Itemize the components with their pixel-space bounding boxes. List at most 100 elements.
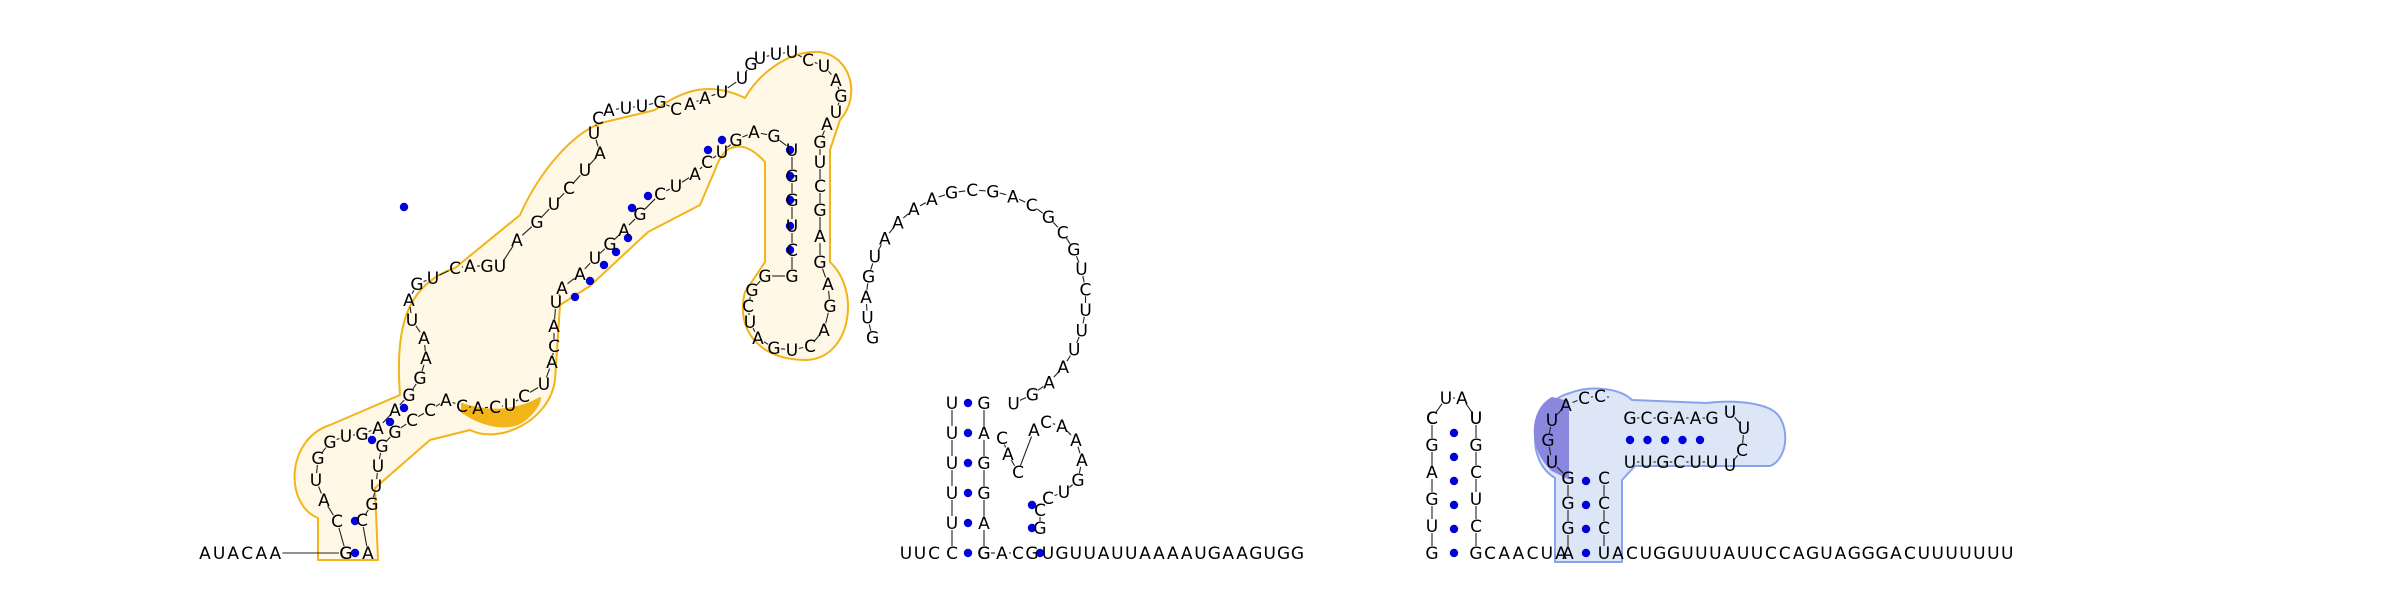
hairpin1-nucleotide: C	[356, 511, 368, 531]
side-hairpin-nucleotide: A	[1076, 451, 1088, 471]
side-hairpin-nucleotide: C	[1040, 413, 1052, 433]
hairpin1-nucleotide: C	[654, 185, 666, 205]
loop2-nucleotide: A	[1043, 373, 1055, 393]
hairpin1-nucleotide: C	[814, 177, 826, 197]
baseline-nucleotide: U	[1709, 544, 1721, 564]
loop3-nucleotide: C	[1426, 409, 1438, 429]
hairpin1-nucleotide: G	[653, 93, 666, 113]
base-pair-dot	[1582, 501, 1590, 509]
hairpin1-nucleotide: G	[413, 369, 426, 389]
hairpin1-nucleotide: G	[603, 235, 616, 255]
hairpin1-nucleotide: U	[340, 427, 352, 447]
baseline-nucleotide: C	[1765, 544, 1777, 564]
baseline-nucleotide: A	[1236, 544, 1248, 564]
baseline-nucleotide: A	[270, 544, 282, 564]
hairpin1-nucleotide: U	[636, 97, 648, 117]
hairpin1-nucleotide: A	[822, 275, 834, 295]
baseline-nucleotide: A	[1793, 544, 1805, 564]
side-hairpin-nucleotide: C	[1012, 463, 1024, 483]
base-pair-dot	[1450, 501, 1458, 509]
hairpin1-nucleotide: A	[603, 101, 615, 121]
stem3-nucleotide: U	[1470, 490, 1482, 510]
baseline-nucleotide: G	[1653, 544, 1666, 564]
loop4b-nucleotide: U	[1724, 403, 1736, 423]
hairpin1-nucleotide: C	[456, 397, 468, 417]
hairpin1-nucleotide: C	[563, 179, 575, 199]
baseline-nucleotide: U	[1987, 544, 1999, 564]
loop4b-nucleotide: U	[1724, 456, 1736, 476]
hairpin1-nucleotide: A	[372, 419, 384, 439]
loop4-nucleotide: U	[1546, 453, 1558, 473]
stem3-nucleotide: C	[1470, 463, 1482, 483]
stem3-nucleotide: C	[1470, 517, 1482, 537]
baseline-nucleotide: A	[1167, 544, 1179, 564]
baseline-nucleotide: C	[928, 544, 940, 564]
base-pair-dot	[964, 489, 972, 497]
stem3-nucleotide: A	[1426, 463, 1438, 483]
baseline-nucleotide: A	[199, 544, 211, 564]
backbone-link	[920, 203, 926, 206]
hairpin1-nucleotide: U	[716, 83, 728, 103]
stem4b-nucleotide: G	[1656, 453, 1669, 473]
hairpin1-nucleotide: G	[758, 267, 771, 287]
hairpin1-nucleotide: U	[754, 49, 766, 69]
hairpin1-nucleotide: C	[701, 153, 713, 173]
stem2-nucleotide: U	[946, 454, 958, 474]
loop2-nucleotide: U	[1076, 321, 1088, 341]
loop2-nucleotide: U	[1079, 301, 1091, 321]
hairpin1-nucleotide: U	[786, 141, 798, 161]
side-hairpin-nucleotide: A	[1056, 417, 1068, 437]
stem4b-nucleotide: U	[1689, 453, 1701, 473]
hairpin1-nucleotide: C	[804, 337, 816, 357]
base-pair-dot	[1626, 436, 1634, 444]
loop2-nucleotide: A	[1007, 187, 1019, 207]
stem4b-nucleotide: A	[1673, 409, 1685, 429]
baseline-nucleotide: G	[1806, 544, 1819, 564]
stem4-nucleotide: C	[1598, 469, 1610, 489]
base-pair-dot	[1678, 436, 1686, 444]
hairpin1-nucleotide: A	[818, 321, 830, 341]
hairpin1-nucleotide: A	[511, 231, 523, 251]
hairpin1-nucleotide: A	[821, 115, 833, 135]
baseline-nucleotide: U	[900, 544, 912, 564]
hairpin1-nucleotide: A	[574, 265, 586, 285]
baseline-nucleotide: U	[1695, 544, 1707, 564]
loop2-nucleotide: A	[892, 213, 904, 233]
baseline-nucleotide: U	[1751, 544, 1763, 564]
hairpin1-nucleotide: G	[767, 127, 780, 147]
stem2-nucleotide: U	[946, 424, 958, 444]
baseline-nucleotide: U	[1111, 544, 1123, 564]
baseline-nucleotide: G	[1025, 544, 1038, 564]
hairpin1-nucleotide: G	[745, 281, 758, 301]
stem2-nucleotide: U	[946, 484, 958, 504]
hairpin1-nucleotide: U	[538, 375, 550, 395]
hairpin1-nucleotide: U	[494, 257, 506, 277]
baseline-nucleotide: U	[1042, 544, 1054, 564]
baseline-nucleotide: U	[213, 544, 225, 564]
base-pair-dot	[1661, 436, 1669, 444]
base-pair-dot	[1643, 436, 1651, 444]
baseline-nucleotide: U	[1125, 544, 1137, 564]
stem4b-nucleotide: C	[1640, 409, 1652, 429]
baseline-nucleotide: U	[1681, 544, 1693, 564]
baseline-nucleotide: C	[241, 544, 253, 564]
baseline-nucleotide: G	[1249, 544, 1262, 564]
baseline-nucleotide: A	[1835, 544, 1847, 564]
hairpin1-nucleotide: U	[818, 57, 830, 77]
baseline-nucleotide: G	[1291, 544, 1304, 564]
side-hairpin-nucleotide: G	[1033, 519, 1046, 539]
baseline-nucleotide: A	[1890, 544, 1902, 564]
baseline-nucleotide: A	[1153, 544, 1165, 564]
loop2-nucleotide: A	[879, 229, 891, 249]
hairpin1-nucleotide: U	[504, 396, 516, 416]
hairpin1-nucleotide: G	[813, 201, 826, 221]
hairpin1-nucleotide: G	[323, 433, 336, 453]
hairpin1-nucleotide: C	[592, 109, 604, 129]
baseline-nucleotide: G	[1876, 544, 1889, 564]
backbone-link	[1053, 424, 1055, 425]
hairpin1-nucleotide: G	[785, 167, 798, 187]
hairpin1-nucleotide: C	[802, 51, 814, 71]
hairpin1-nucleotide: C	[670, 100, 682, 120]
